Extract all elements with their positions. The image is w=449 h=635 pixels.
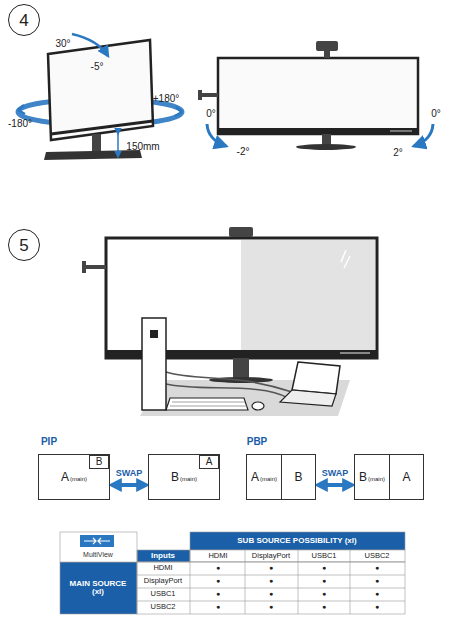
pivot-monitor: [198, 41, 433, 150]
window-letter: A: [61, 471, 69, 483]
step-circle: 5: [8, 229, 40, 261]
window-note: (main): [70, 476, 87, 482]
dimension-label: -5°: [91, 62, 104, 73]
table-cell: HDMI: [153, 564, 172, 572]
swap-arrow: [112, 483, 146, 487]
table-dot: ●: [322, 603, 326, 610]
window-letter: B: [96, 457, 103, 467]
dimension-label: 0°: [431, 109, 441, 120]
table-cell: MultiView: [83, 551, 113, 558]
window-letter: B: [359, 471, 367, 483]
table-dot: ●: [375, 577, 379, 584]
screen-window: B: [281, 454, 316, 500]
table-cell: USBC2: [364, 552, 389, 560]
dimension-label: 2°: [393, 148, 403, 159]
screen-window: A(main): [246, 454, 282, 500]
table-dot: ●: [216, 590, 220, 597]
window-letter: 4: [19, 12, 28, 29]
dimension-label: 150mm: [126, 142, 159, 153]
multiview-setup: [82, 227, 377, 416]
window-note: (main): [180, 476, 197, 482]
swap-label: SWAP: [115, 469, 144, 478]
table-cell: USBC2: [150, 603, 175, 611]
screen-window: A(main) B: [38, 454, 110, 500]
window-letter: A: [402, 471, 410, 483]
mode-heading: PBP: [247, 437, 268, 448]
table-dot: ●: [322, 590, 326, 597]
dimension-label: -180°: [8, 119, 32, 130]
dimension-label: +180°: [153, 94, 180, 105]
table-cell: USBC1: [311, 552, 336, 560]
window-letter: A: [206, 457, 213, 467]
window-note: (main): [260, 476, 277, 482]
window-note: (main): [368, 476, 385, 482]
table-cell: SUB SOURCE POSSIBILITY (xl): [237, 537, 356, 545]
window-letter: B: [171, 471, 179, 483]
table-dot: ●: [322, 564, 326, 571]
window-letter: B: [294, 471, 302, 483]
dimension-label: 0°: [206, 109, 216, 120]
table-dot: ●: [375, 603, 379, 610]
inset-window: B: [89, 455, 109, 469]
dimension-label: -2°: [237, 147, 250, 158]
multiview-table: [60, 532, 405, 614]
tilt-swivel-monitor: [18, 34, 182, 160]
table-dot: ●: [375, 590, 379, 597]
table-cell: USBC1: [150, 590, 175, 598]
table-dot: ●: [322, 577, 326, 584]
table-cell: DisplayPort: [144, 577, 182, 585]
window-letter: 5: [19, 237, 28, 254]
screen-window: B(main) A: [148, 454, 220, 500]
table-dot: ●: [216, 603, 220, 610]
table-cell: MAIN SOURCE (xl): [63, 580, 133, 597]
screen-window: B(main): [354, 454, 390, 500]
table-dot: ●: [216, 577, 220, 584]
table-dot: ●: [269, 603, 273, 610]
swap-label: SWAP: [321, 469, 350, 478]
table-dot: ●: [375, 564, 379, 571]
dimension-label: 30°: [55, 39, 70, 50]
inset-window: A: [199, 455, 219, 469]
table-dot: ●: [269, 577, 273, 584]
swap-arrow: [318, 483, 352, 487]
mode-heading: PIP: [41, 437, 57, 448]
window-letter: A: [251, 471, 259, 483]
table-cell: DisplayPort: [252, 552, 290, 560]
table-dot: ●: [269, 564, 273, 571]
screen-window: A: [389, 454, 424, 500]
table-cell: Inputs: [151, 552, 175, 560]
table-dot: ●: [269, 590, 273, 597]
table-dot: ●: [216, 564, 220, 571]
table-cell: HDMI: [208, 552, 227, 560]
step-circle: 4: [8, 4, 40, 36]
